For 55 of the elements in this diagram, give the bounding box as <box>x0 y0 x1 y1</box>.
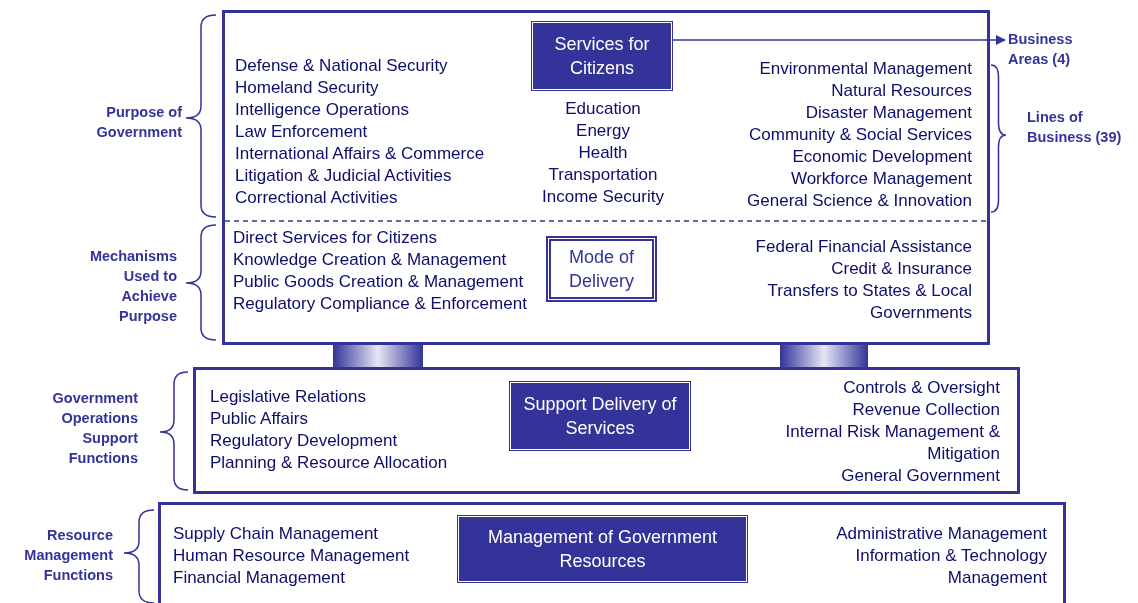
list-item: Workforce Management <box>790 168 972 190</box>
pillar <box>333 345 423 367</box>
list-item: Transportation <box>548 164 658 186</box>
list-item: Federal Financial Assistance <box>755 236 972 258</box>
list-item: Correctional Activities <box>235 187 398 209</box>
list-item: Credit & Insurance <box>831 258 972 280</box>
list-item: Intelligence Operations <box>235 99 409 121</box>
list-item: Controls & Oversight <box>843 377 1000 399</box>
list-item: Transfers to States & Local Governments <box>766 280 972 324</box>
list-item: International Affairs & Commerce <box>235 143 485 165</box>
list-item: General Science & Innovation <box>747 190 972 212</box>
list-item: Economic Development <box>792 146 972 168</box>
heading-box: Mode of Delivery <box>546 236 657 302</box>
list-item: Public Affairs <box>210 408 308 430</box>
list-item: Homeland Security <box>235 77 379 99</box>
list-item: Legislative Relations <box>210 386 366 408</box>
list-item: Litigation & Judicial Activities <box>235 165 452 187</box>
list-item: General Government <box>841 465 1000 487</box>
side-label: Mechanisms Used to Achieve Purpose <box>88 247 177 326</box>
list-item: Education <box>565 98 641 120</box>
list-item: Knowledge Creation & Management <box>233 249 507 271</box>
list-item: Disaster Management <box>805 102 972 124</box>
list-item: Defense & National Security <box>235 55 448 77</box>
list-item: Internal Risk Management & Mitigation <box>784 421 1000 465</box>
list-item: Administrative Management <box>836 523 1047 545</box>
list-item: Energy <box>576 120 630 142</box>
list-item: Regulatory Compliance & Enforcement <box>233 293 527 315</box>
list-item: Community & Social Services <box>749 124 972 146</box>
layer-panel <box>158 502 1066 603</box>
list-item: Law Enforcement <box>235 121 368 143</box>
list-item: Planning & Resource Allocation <box>210 452 448 474</box>
list-item: Environmental Management <box>759 58 972 80</box>
side-label: Government Operations Support Functions <box>51 389 138 468</box>
list-item: Direct Services for Citizens <box>233 227 438 249</box>
annotation-text: Business Areas (4) <box>1008 29 1093 69</box>
arrow <box>671 35 1006 45</box>
pillar <box>780 345 868 367</box>
layer-panel <box>222 10 990 345</box>
list-item: Regulatory Development <box>210 430 398 452</box>
heading-box: Support Delivery of Services <box>510 382 690 450</box>
layer-panel <box>193 367 1020 494</box>
list-item: Public Goods Creation & Management <box>233 271 524 293</box>
heading-box: Services for Citizens <box>532 22 672 90</box>
list-item: Income Security <box>542 186 664 208</box>
list-item: Health <box>578 142 628 164</box>
list-item: Supply Chain Management <box>173 523 379 545</box>
side-label: Purpose of Government <box>95 103 182 142</box>
list-item: Natural Resources <box>831 80 972 102</box>
list-item: Revenue Collection <box>852 399 1000 421</box>
heading-box: Management of Government Resources <box>458 516 747 582</box>
list-item: Human Resource Management <box>173 545 410 567</box>
side-label: Lines of Business (39) <box>1027 108 1123 147</box>
side-label: Resource Management Functions <box>23 526 113 585</box>
list-item: Financial Management <box>173 567 345 589</box>
list-item: Information & Technology Management <box>854 545 1047 589</box>
